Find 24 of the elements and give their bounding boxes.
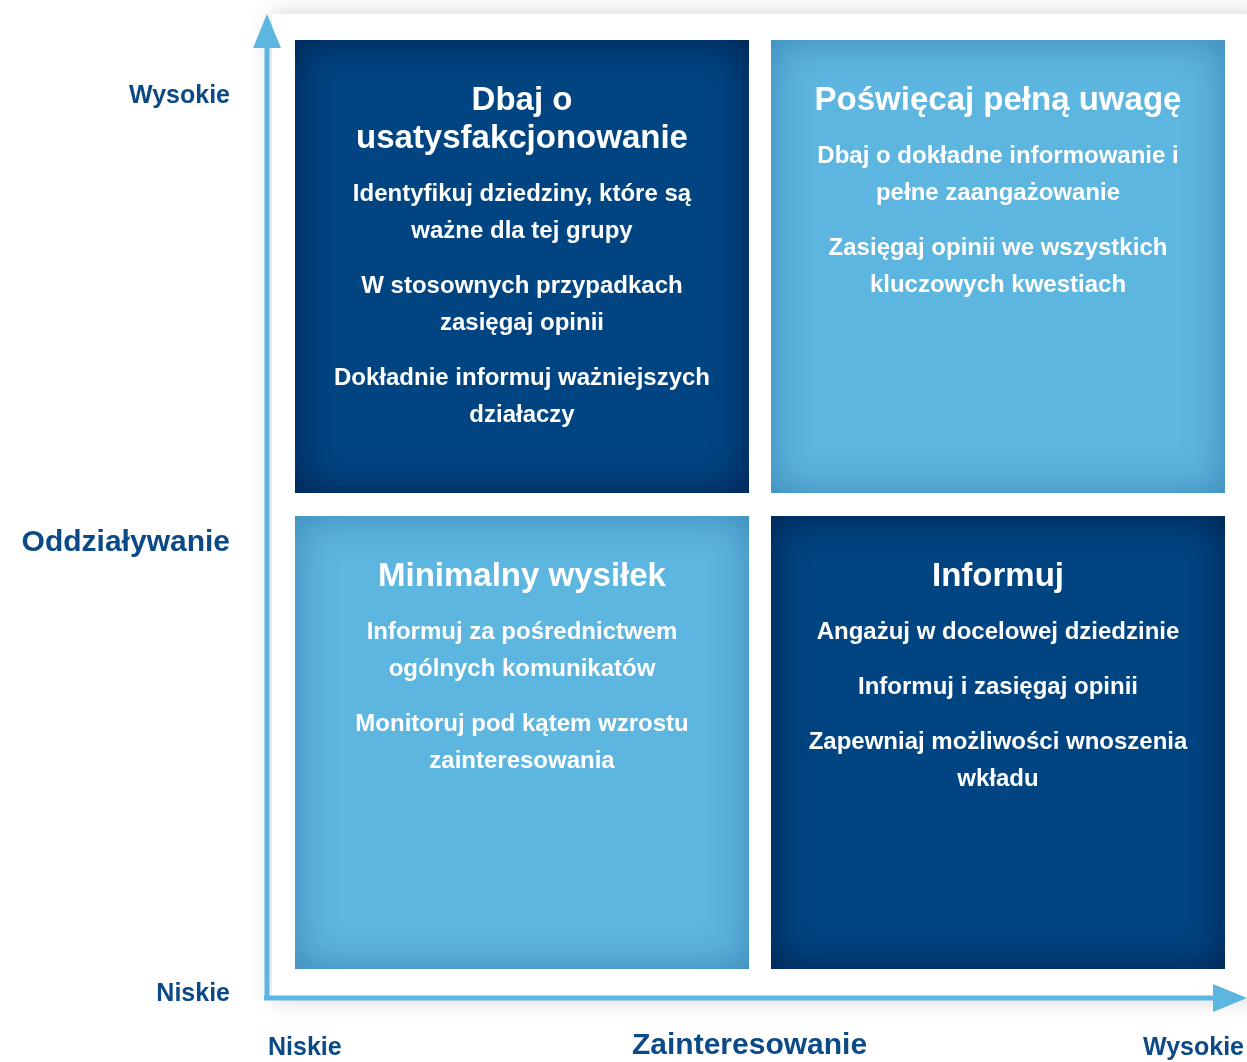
quadrant-text: Informuj za pośrednictwem ogólnych komunikatów — [365, 616, 679, 683]
quadrant-box — [771, 516, 1225, 969]
axis-label: Niskie — [156, 978, 230, 1007]
axis-label: Niskie — [268, 1032, 342, 1061]
quadrant-text: Dbaj o dokładne informowanie i pełne zaangażowanie — [816, 140, 1180, 207]
quadrant-text: Zasięgaj opinii we wszystkich kluczowych kwestiach — [827, 232, 1169, 299]
quadrant-text: Identyfikuj dziedziny, które są ważne dla tej grupy — [351, 178, 693, 245]
quadrant-title: Poświęcaj pełną uwagę — [814, 80, 1182, 118]
quadrant-box — [295, 516, 749, 969]
quadrant-title: Dbaj o usatysfakcjonowanie — [355, 80, 689, 156]
quadrant-text: W stosownych przypadkach zasięgaj opinii — [360, 270, 684, 337]
quadrant-title: Informuj — [932, 556, 1064, 594]
axis-label: Wysokie — [129, 80, 230, 109]
axis-title: Oddziaływanie — [21, 524, 230, 558]
quadrant-text: Monitoruj pod kątem wzrostu zainteresowania — [354, 708, 690, 775]
quadrant-box — [771, 40, 1225, 493]
quadrant-text: Zapewniaj możliwości wnoszenia wkładu — [807, 726, 1189, 793]
axis-title: Zainteresowanie — [632, 1027, 868, 1061]
quadrant-title: Minimalny wysiłek — [378, 556, 666, 594]
quadrant-text: Angażuj w docelowej dziedzinie — [816, 616, 1180, 646]
quadrant-text: Dokładnie informuj ważniejszych działaczy — [332, 362, 712, 429]
quadrant-text: Informuj i zasięgaj opinii — [858, 671, 1138, 701]
axis-label: Wysokie — [1143, 1032, 1244, 1061]
quadrant-box — [295, 40, 749, 493]
